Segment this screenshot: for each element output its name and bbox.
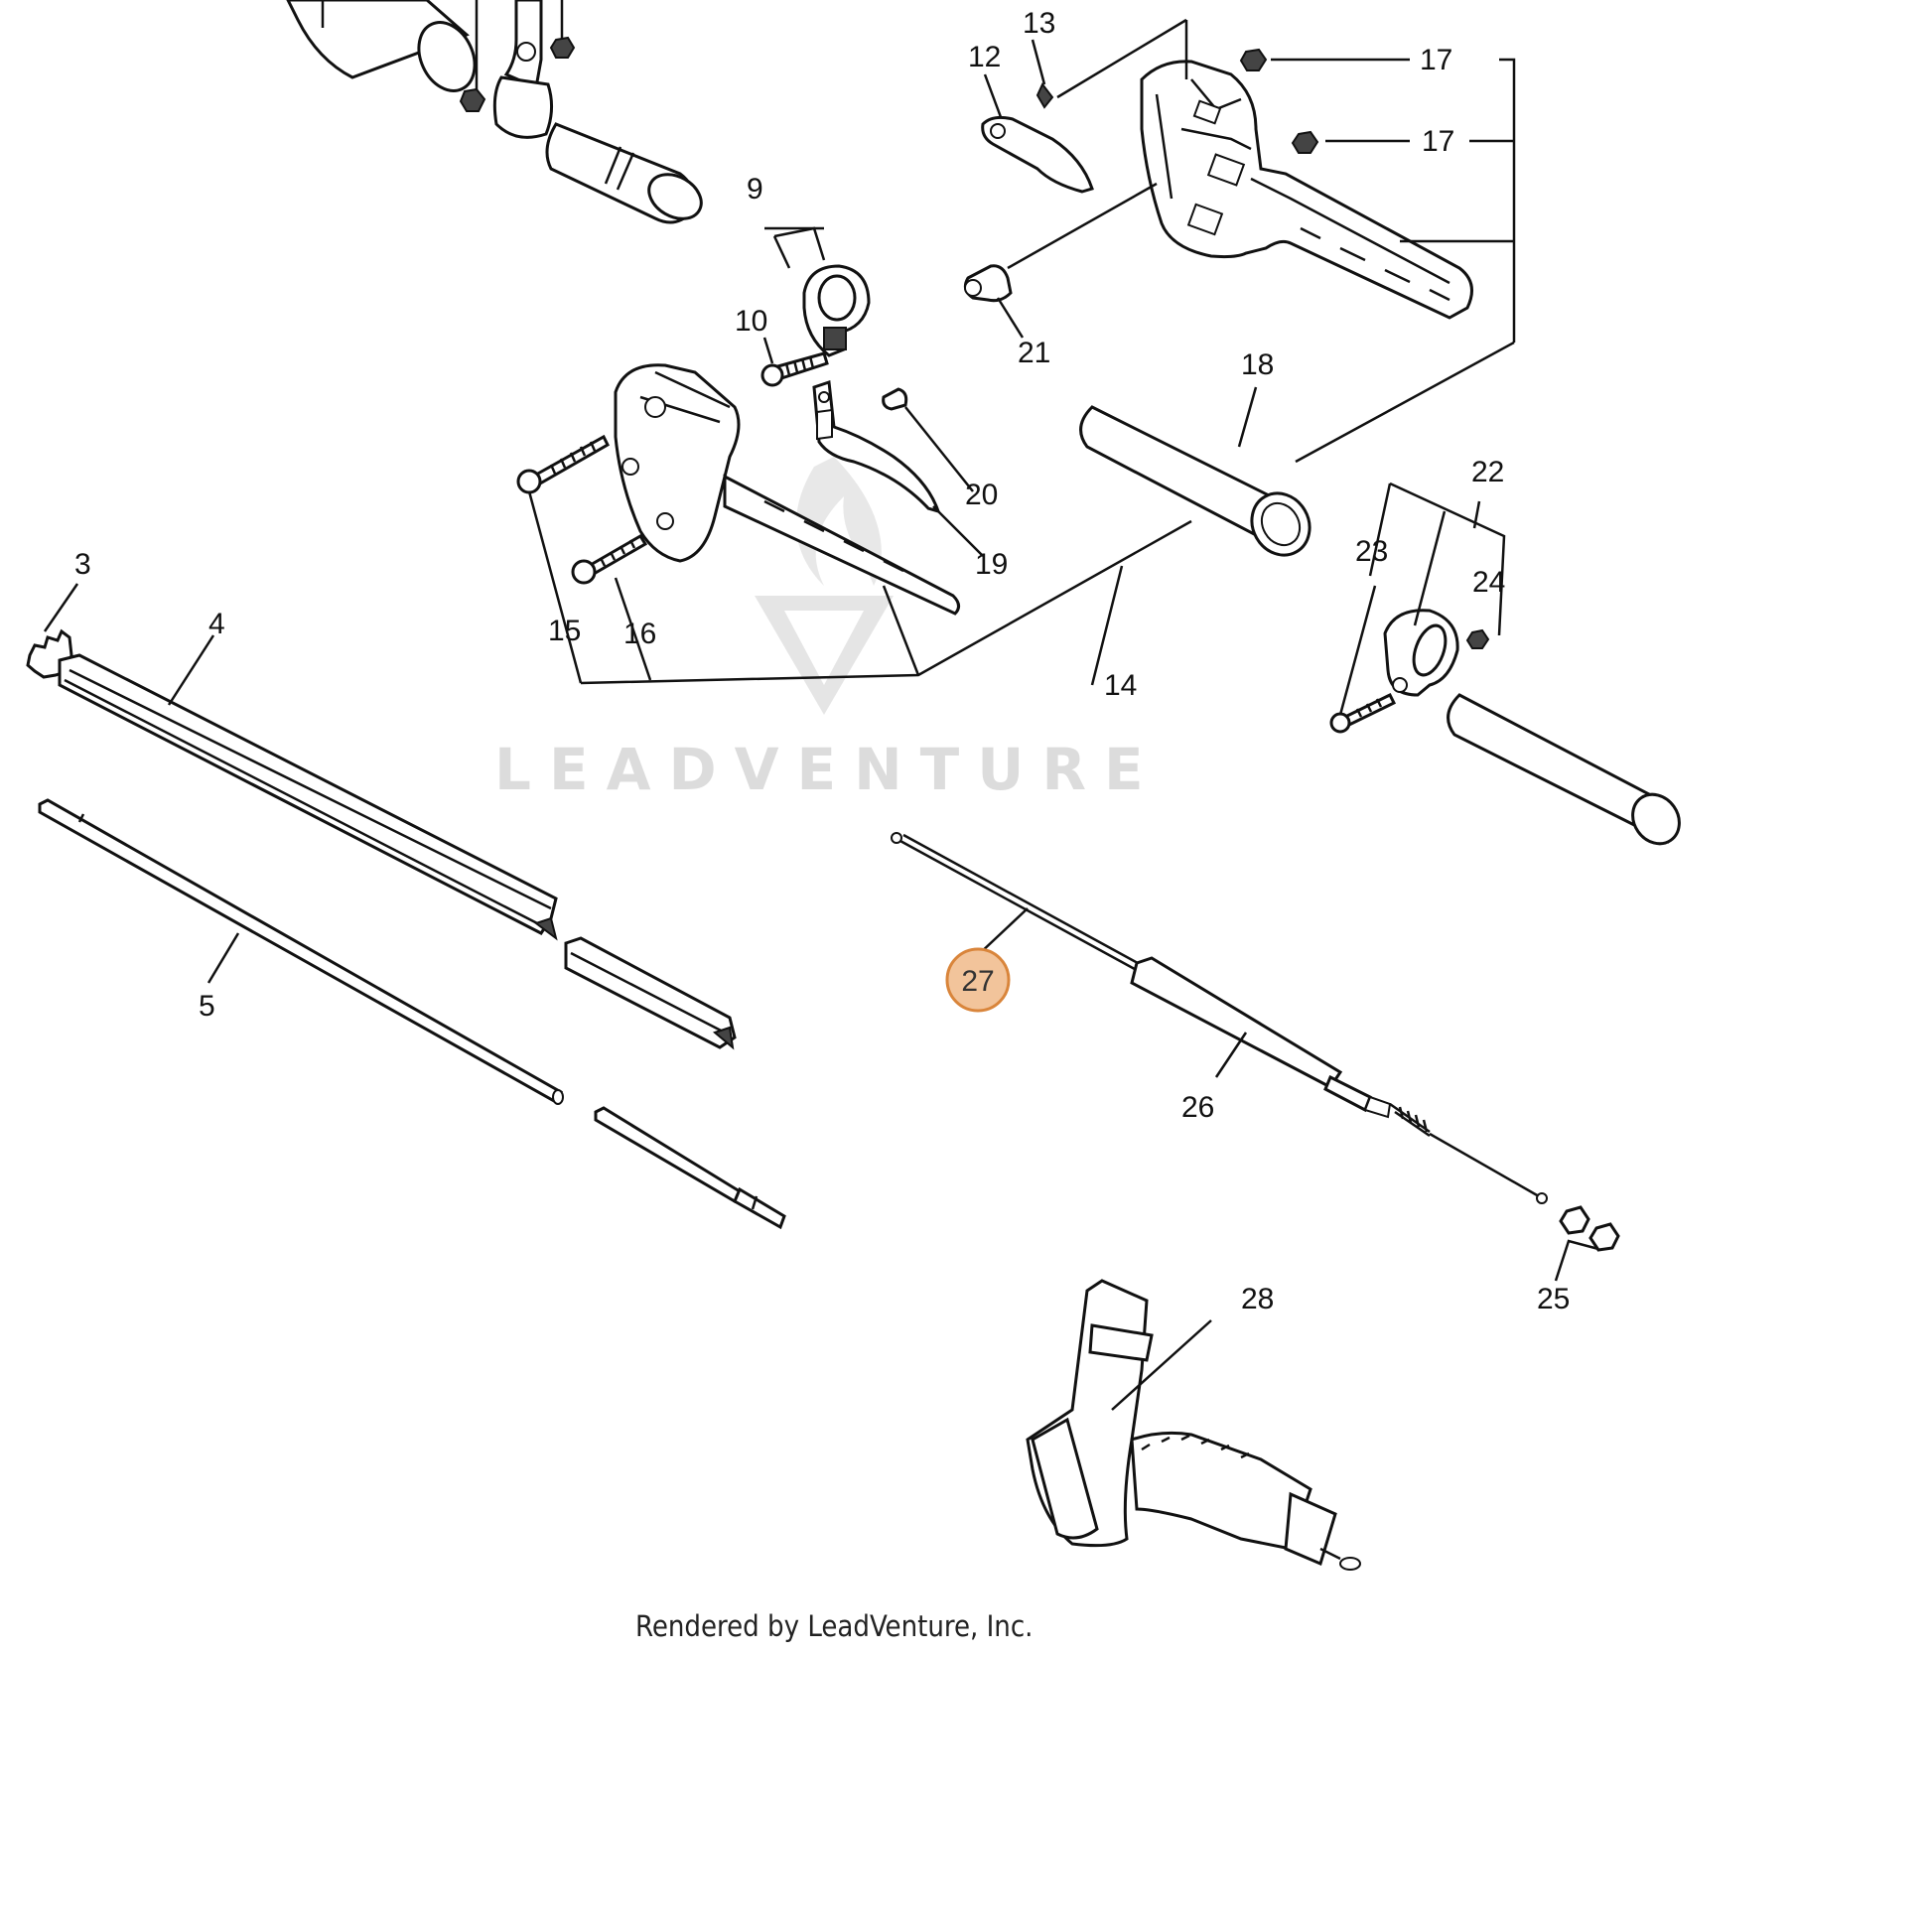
nuts-25 [1559, 1205, 1620, 1252]
watermark-v-logo-icon [755, 596, 894, 715]
label-part-23: 23 [1355, 535, 1388, 568]
label-part-10: 10 [735, 305, 767, 338]
clamp-23 [1383, 609, 1459, 697]
label-part-3: 3 [74, 548, 91, 581]
label-part-19: 19 [975, 548, 1008, 581]
drive-shaft-5 [38, 798, 786, 1230]
label-part-22: 22 [1471, 456, 1504, 488]
label-part-17a: 17 [1420, 44, 1452, 76]
screw-10 [760, 351, 829, 387]
label-part-5: 5 [199, 990, 215, 1023]
label-part-26: 26 [1181, 1091, 1214, 1124]
label-part-9: 9 [747, 173, 763, 206]
label-part-4: 4 [208, 608, 225, 640]
label-part-12: 12 [968, 41, 1001, 73]
shaft-housing-4 [58, 653, 737, 1050]
grip-right [1447, 693, 1681, 846]
label-part-24: 24 [1472, 566, 1505, 599]
label-part-28: 28 [1241, 1283, 1274, 1315]
label-part-16: 16 [623, 618, 656, 650]
trigger-small-parts [963, 48, 1319, 303]
label-part-25: 25 [1537, 1283, 1570, 1315]
label-part-14: 14 [1104, 669, 1137, 702]
screw-16 [571, 533, 648, 585]
label-part-15: 15 [548, 615, 581, 647]
part-labels: 3 4 5 9 10 12 13 14 15 16 17 17 18 19 20… [74, 7, 1570, 1315]
render-credit: Rendered by LeadVenture, Inc. [635, 1609, 1033, 1643]
throttle-cable-26 [891, 832, 1548, 1204]
nut-24 [1465, 628, 1490, 649]
label-part-20: 20 [965, 479, 998, 511]
upper-tube-assembly [286, 0, 703, 224]
label-part-17b: 17 [1422, 125, 1454, 158]
handle-14 [614, 363, 960, 616]
clamp-9 [802, 264, 871, 357]
pin-20 [882, 387, 908, 411]
label-part-18: 18 [1241, 348, 1274, 381]
watermark: LEADVENTURE [494, 457, 1162, 803]
label-part-27[interactable]: 27 [961, 965, 994, 998]
label-part-13: 13 [1023, 7, 1055, 40]
screw-15 [516, 434, 610, 494]
screw-23 [1329, 692, 1397, 734]
highlighted-callout-27[interactable]: 27 [945, 947, 1011, 1013]
watermark-text: LEADVENTURE [494, 736, 1162, 803]
leader-lines [43, 18, 1599, 1411]
shoulder-strap-28 [1026, 1279, 1361, 1571]
label-part-21: 21 [1018, 337, 1050, 369]
grip-18 [1079, 405, 1311, 557]
throttle-housing [1140, 20, 1473, 320]
